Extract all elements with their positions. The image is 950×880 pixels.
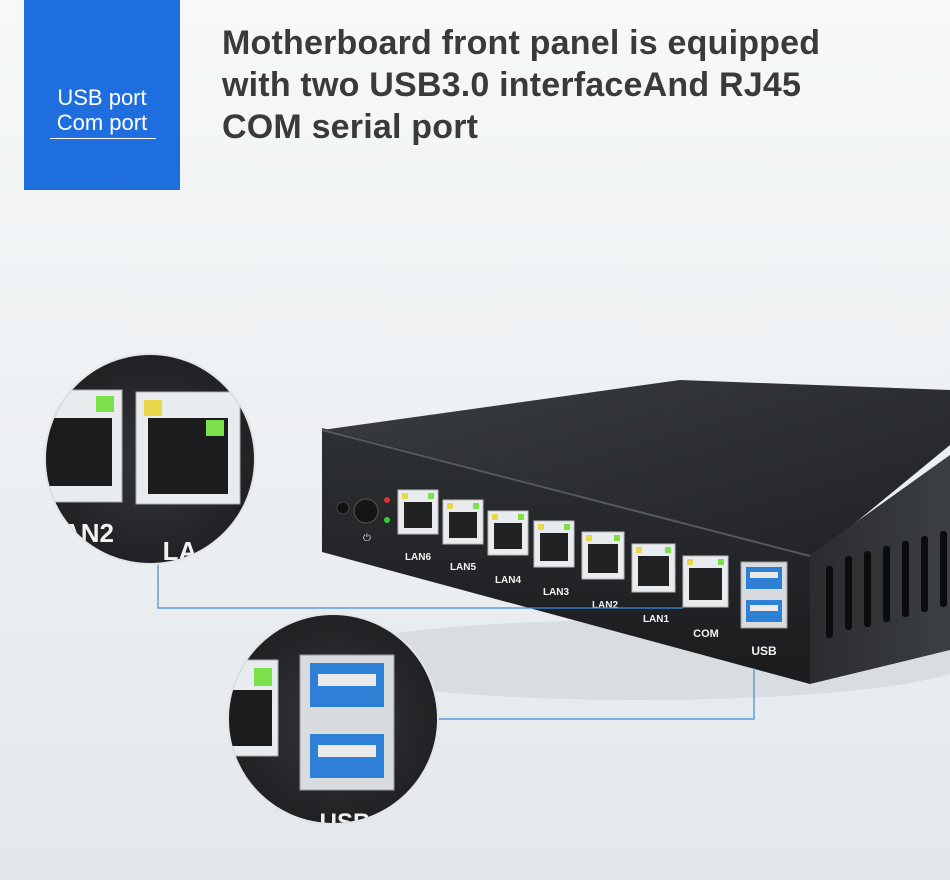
connector-line-lan <box>157 563 683 609</box>
port-lan5-label: LAN5 <box>450 562 477 573</box>
hdd-led-icon <box>384 517 390 523</box>
power-led-icon <box>384 497 390 503</box>
connector-line-usb <box>437 668 755 720</box>
badge-line-com: Com port <box>56 110 148 135</box>
badge-line-usb: USB port <box>57 85 147 110</box>
headline-line-1: Motherboard front panel is equipped <box>222 24 821 62</box>
port-lan6: LAN6 <box>397 489 439 563</box>
port-lan2: LAN2 <box>581 531 625 611</box>
port-lan3: LAN3 <box>533 520 575 598</box>
headline-line-2: with two USB3.0 interfaceAnd RJ45 <box>222 66 802 104</box>
led-green-icon <box>96 396 114 412</box>
headline: Motherboard front panel is equipped with… <box>222 22 922 148</box>
port-lan5: LAN5 <box>442 499 484 573</box>
headline-line-3: COM serial port <box>222 108 479 146</box>
zoom-usb-circle: USB <box>227 613 439 836</box>
port-com-label: COM <box>693 628 719 640</box>
port-badge: USB port Com port <box>24 0 180 190</box>
power-symbol-icon: ⏻ <box>363 533 371 544</box>
zoom-label-usb: USB <box>320 809 371 836</box>
port-lan1: LAN1 <box>631 543 676 625</box>
zoom-lan-circle: AN2 LA <box>44 353 256 565</box>
led-yellow-icon <box>144 400 162 416</box>
power-button <box>353 498 379 524</box>
badge-underline <box>50 138 156 139</box>
rj45-ports: LAN6 LAN5 LAN4 LAN3 LAN2 <box>397 489 729 640</box>
port-lan1-label: LAN1 <box>643 614 670 625</box>
usb-ports: USB <box>740 561 788 658</box>
port-lan4-label: LAN4 <box>495 575 522 586</box>
port-lan6-label: LAN6 <box>405 552 432 563</box>
usb-label: USB <box>751 644 777 658</box>
port-lan3-label: LAN3 <box>543 587 570 598</box>
side-vents <box>826 531 947 638</box>
reset-hole <box>336 501 350 515</box>
port-lan2-label: LAN2 <box>592 600 619 611</box>
port-lan4: LAN4 <box>487 510 529 586</box>
port-com: COM <box>682 555 729 640</box>
